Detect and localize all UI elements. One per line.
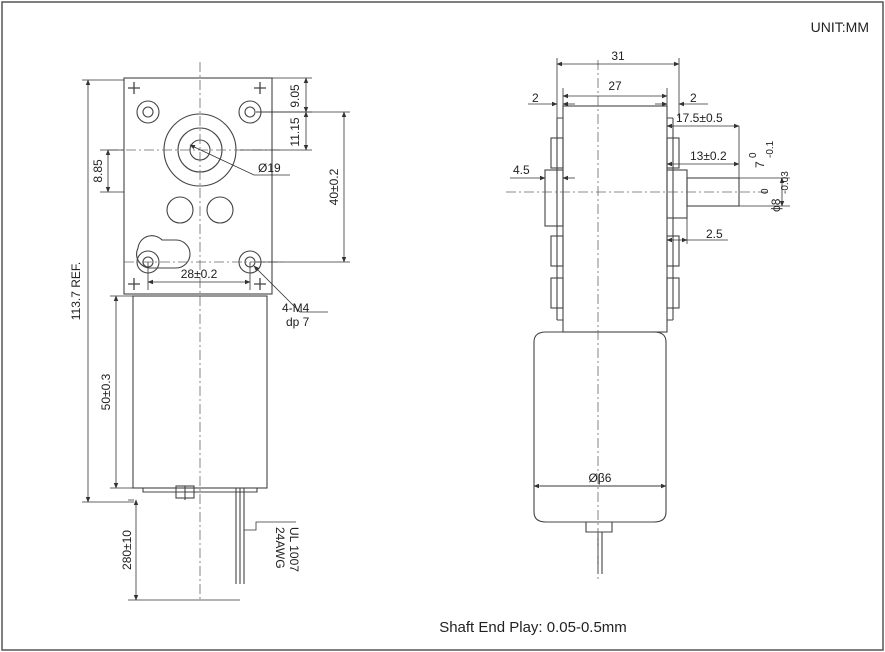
dim-boss-dia: Ø19 xyxy=(258,161,281,175)
dim-width-overall: 31 xyxy=(611,49,625,63)
unit-label: UNIT:MM xyxy=(811,19,869,35)
dim-hole-spacing-v: 40±0.2 xyxy=(327,168,341,205)
dim-motor-length: 50±0.3 xyxy=(99,373,113,410)
shaft-tol-lower: -0.1 xyxy=(765,140,776,158)
dim-side-right: 2 xyxy=(690,91,697,105)
footer-note: Shaft End Play: 0.05-0.5mm xyxy=(439,619,627,636)
dim-boss-len: 13±0.2 xyxy=(690,149,727,163)
dim-shaft-offset: 8.85 xyxy=(91,159,105,183)
dim-flange-step: 2.5 xyxy=(706,227,723,241)
dim-motor-dia: Øβ6 xyxy=(589,471,612,485)
hole-spec-line1: 4-M4 xyxy=(282,301,310,315)
dim-overall-length: 113.7 REF. xyxy=(69,262,83,320)
front-view xyxy=(108,62,282,600)
dim-width-inner: 27 xyxy=(608,79,622,93)
dim-lead-length: 280±10 xyxy=(120,530,134,570)
dim-back-boss: 4.5 xyxy=(513,163,530,177)
shaft-tol-upper: 0 xyxy=(748,152,759,158)
dim-shaft-len: 7 xyxy=(753,161,767,168)
side-view xyxy=(506,60,768,580)
hole-spec-line2: dp 7 xyxy=(286,315,310,329)
dim-shaft-proj: 17.5±0.5 xyxy=(676,111,723,125)
gearbox-side xyxy=(562,105,668,333)
wire-spec-line2: 24AWG xyxy=(273,527,287,569)
dim-hole-to-shaft: 11.15 xyxy=(288,117,302,146)
gearbox-plate xyxy=(123,77,273,295)
mount-hole-tl xyxy=(136,100,160,124)
dim-top-hole-offset: 9.05 xyxy=(288,84,302,108)
dim-side-left: 2 xyxy=(532,91,539,105)
dia-tol-upper: 0 xyxy=(760,188,771,194)
dim-hole-spacing-h: 28±0.2 xyxy=(181,267,218,281)
dim-shaft-dia: ϕ8 xyxy=(769,198,783,212)
motor-side xyxy=(533,331,667,523)
dia-tol-lower: -0.03 xyxy=(780,171,791,194)
wire-spec-line1: UL 1007 xyxy=(287,527,301,572)
